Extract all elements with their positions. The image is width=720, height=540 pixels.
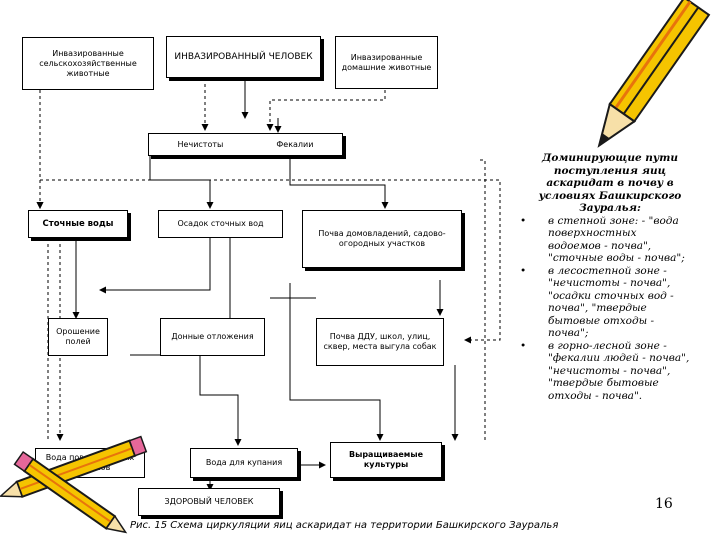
node-healthy-human: ЗДОРОВЫЙ ЧЕЛОВЕК	[138, 488, 280, 516]
node-infested-farm-animals: Инвазированные сельскохозяйственные живо…	[22, 37, 154, 90]
figure-caption: Рис. 15 Схема циркуляции яиц аскаридат н…	[130, 520, 559, 531]
node-label: Осадок сточных вод	[177, 219, 264, 228]
node-label: Донные отложения	[171, 332, 254, 341]
node-label: Почва домовладений, садово-огородных уча…	[318, 229, 446, 248]
node-grown-crops: Выращиваемые культуры	[330, 442, 442, 478]
bullet-icon: •	[520, 214, 527, 227]
page-number: 16	[655, 496, 673, 512]
dominant-pathways-sidebar: Доминирующие пути поступления яиц аскари…	[520, 152, 690, 402]
node-label: Вода для купания	[205, 458, 283, 467]
bullet-icon: •	[520, 339, 527, 352]
sidebar-list: • в степной зоне: - "вода поверхностных …	[520, 215, 690, 403]
node-label: ИНВАЗИРОВАННЫЙ ЧЕЛОВЕК	[174, 52, 313, 62]
node-label: Орошение полей	[56, 327, 100, 346]
node-bathing-water: Вода для купания	[190, 448, 298, 478]
node-sewage-sludge: Осадок сточных вод	[158, 210, 283, 238]
node-group-impurities-feces: Нечистоты Фекалии	[148, 133, 343, 156]
node-field-irrigation: Орошение полей	[48, 318, 108, 356]
sidebar-item-text: в горно-лесной зоне - "фекалии людей - п…	[548, 339, 690, 402]
node-label: Инвазированные сельскохозяйственные живо…	[39, 48, 137, 78]
sidebar-item-text: в лесостепной зоне - "нечистоты - почва"…	[548, 264, 674, 340]
node-bottom-sediments: Донные отложения	[160, 318, 265, 356]
sidebar-item-text: в степной зоне: - "вода поверхностных во…	[548, 214, 685, 265]
node-infested-human: ИНВАЗИРОВАННЫЙ ЧЕЛОВЕК	[166, 36, 321, 78]
node-label: ЗДОРОВЫЙ ЧЕЛОВЕК	[164, 497, 254, 506]
node-label: Инвазированные домашние животные	[341, 52, 432, 72]
bullet-icon: •	[520, 264, 527, 277]
sidebar-title: Доминирующие пути поступления яиц аскари…	[538, 152, 682, 214]
node-label: Сточные воды	[42, 219, 114, 229]
node-label: Почва ДДУ, школ, улиц, сквер, места выгу…	[323, 332, 437, 351]
pencil-illustration-top	[597, 0, 711, 148]
pencil-illustration-bottom	[0, 435, 148, 534]
node-public-soil: Почва ДДУ, школ, улиц, сквер, места выгу…	[316, 318, 444, 366]
node-feces: Фекалии	[276, 139, 314, 149]
node-label: Выращиваемые культуры	[349, 450, 423, 469]
node-waste-water: Сточные воды	[28, 210, 128, 238]
node-garden-soil: Почва домовладений, садово-огородных уча…	[302, 210, 462, 268]
node-infested-domestic-animals: Инвазированные домашние животные	[335, 36, 438, 89]
sidebar-item-steppe: • в степной зоне: - "вода поверхностных …	[520, 215, 690, 265]
node-sewage-impurities: Нечистоты	[177, 139, 224, 149]
sidebar-item-forest-steppe: • в лесостепной зоне - "нечистоты - почв…	[520, 265, 690, 340]
sidebar-item-mountain-forest: • в горно-лесной зоне - "фекалии людей -…	[520, 340, 690, 403]
